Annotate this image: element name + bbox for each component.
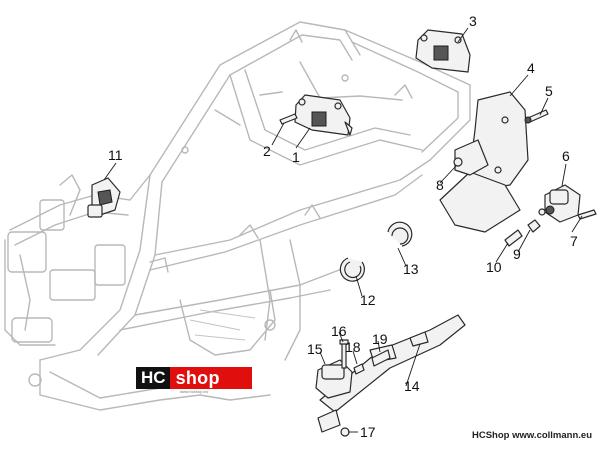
callout-labels: 1 2 3 4 5 6 7 8 9 10 11 12 13 14 15 16 1… xyxy=(108,13,578,440)
logo-hc-text: HC xyxy=(136,367,170,389)
callout-17: 17 xyxy=(360,424,376,440)
part-4-plate xyxy=(439,91,529,233)
callout-7: 7 xyxy=(570,233,578,249)
part-17-nut xyxy=(340,427,350,437)
callout-4: 4 xyxy=(527,60,535,76)
callout-1: 1 xyxy=(292,149,300,165)
logo-tagline: www.hcshop.eu xyxy=(179,389,208,394)
part-11-clamp xyxy=(87,177,121,218)
callout-11: 11 xyxy=(108,147,123,163)
logo-shop-text: shop xyxy=(175,367,220,388)
callout-15: 15 xyxy=(307,341,323,357)
footer-url[interactable]: www.collmann.eu xyxy=(512,430,592,441)
callout-16: 16 xyxy=(331,323,347,339)
part-9-pin xyxy=(527,219,541,233)
callout-18: 18 xyxy=(345,339,361,355)
callout-2: 2 xyxy=(263,143,271,159)
part-5-screw xyxy=(524,109,549,124)
footer-brand: HCShop xyxy=(472,430,510,441)
hcshop-logo: HC shop xyxy=(136,367,252,389)
part-19-spring xyxy=(371,349,391,367)
part-2-bolt xyxy=(279,113,298,125)
callout-14: 14 xyxy=(404,378,420,394)
part-8-nut xyxy=(453,157,463,167)
callout-19: 19 xyxy=(372,331,388,347)
callout-12: 12 xyxy=(360,292,376,308)
callout-8: 8 xyxy=(436,177,444,193)
callout-9: 9 xyxy=(513,246,521,262)
callout-3: 3 xyxy=(469,13,477,29)
part-12-ring xyxy=(339,257,365,282)
footer-credit: HCShop www.collmann.eu xyxy=(472,430,592,441)
part-13-ring xyxy=(387,221,413,247)
part-6-lock xyxy=(538,184,581,223)
leader-lines xyxy=(103,27,583,433)
part-1-bracket xyxy=(294,94,353,136)
callout-13: 13 xyxy=(403,261,419,277)
part-3-bracket xyxy=(415,29,471,73)
part-18-spring xyxy=(353,363,365,375)
part-15-switch xyxy=(315,359,353,399)
part-7-screw xyxy=(577,209,597,220)
callout-6: 6 xyxy=(562,148,570,164)
part-16-screw xyxy=(339,339,349,369)
callout-5: 5 xyxy=(545,83,553,99)
callout-10: 10 xyxy=(486,259,502,275)
